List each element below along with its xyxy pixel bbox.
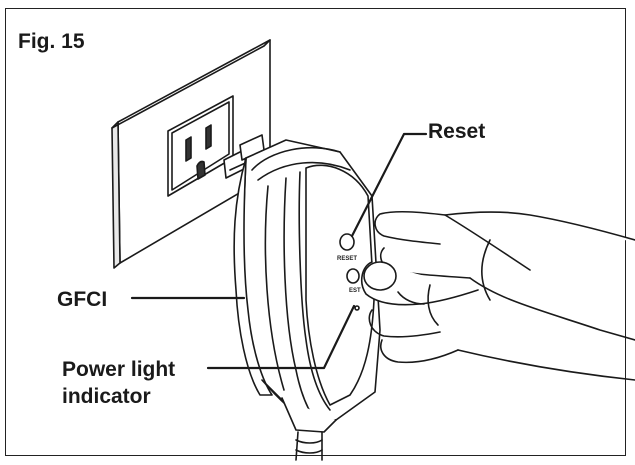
- test-button[interactable]: EST: [346, 268, 361, 294]
- hand-illustration: [360, 210, 635, 381]
- reset-callout-label: Reset: [428, 120, 486, 143]
- gfci-adapter-body: [233, 139, 381, 461]
- power-light-line1: Power light: [62, 358, 176, 381]
- test-button-label: EST: [349, 288, 361, 294]
- figure-label: Fig. 15: [18, 30, 85, 53]
- power-light-indicator: [354, 305, 360, 311]
- wall-receptacle: [167, 95, 234, 197]
- adapter-plug-prongs: [223, 134, 265, 179]
- power-light-callout-label: Power light indicator: [62, 356, 175, 410]
- reset-button[interactable]: RESET: [337, 233, 357, 262]
- reset-leader-line: [350, 132, 428, 238]
- power-light-line2: indicator: [62, 385, 151, 408]
- gfci-callout-label: GFCI: [57, 288, 108, 311]
- reset-button-label: RESET: [337, 256, 357, 262]
- callout-leader-lines: [130, 132, 428, 370]
- power-light-leader-line: [206, 304, 356, 370]
